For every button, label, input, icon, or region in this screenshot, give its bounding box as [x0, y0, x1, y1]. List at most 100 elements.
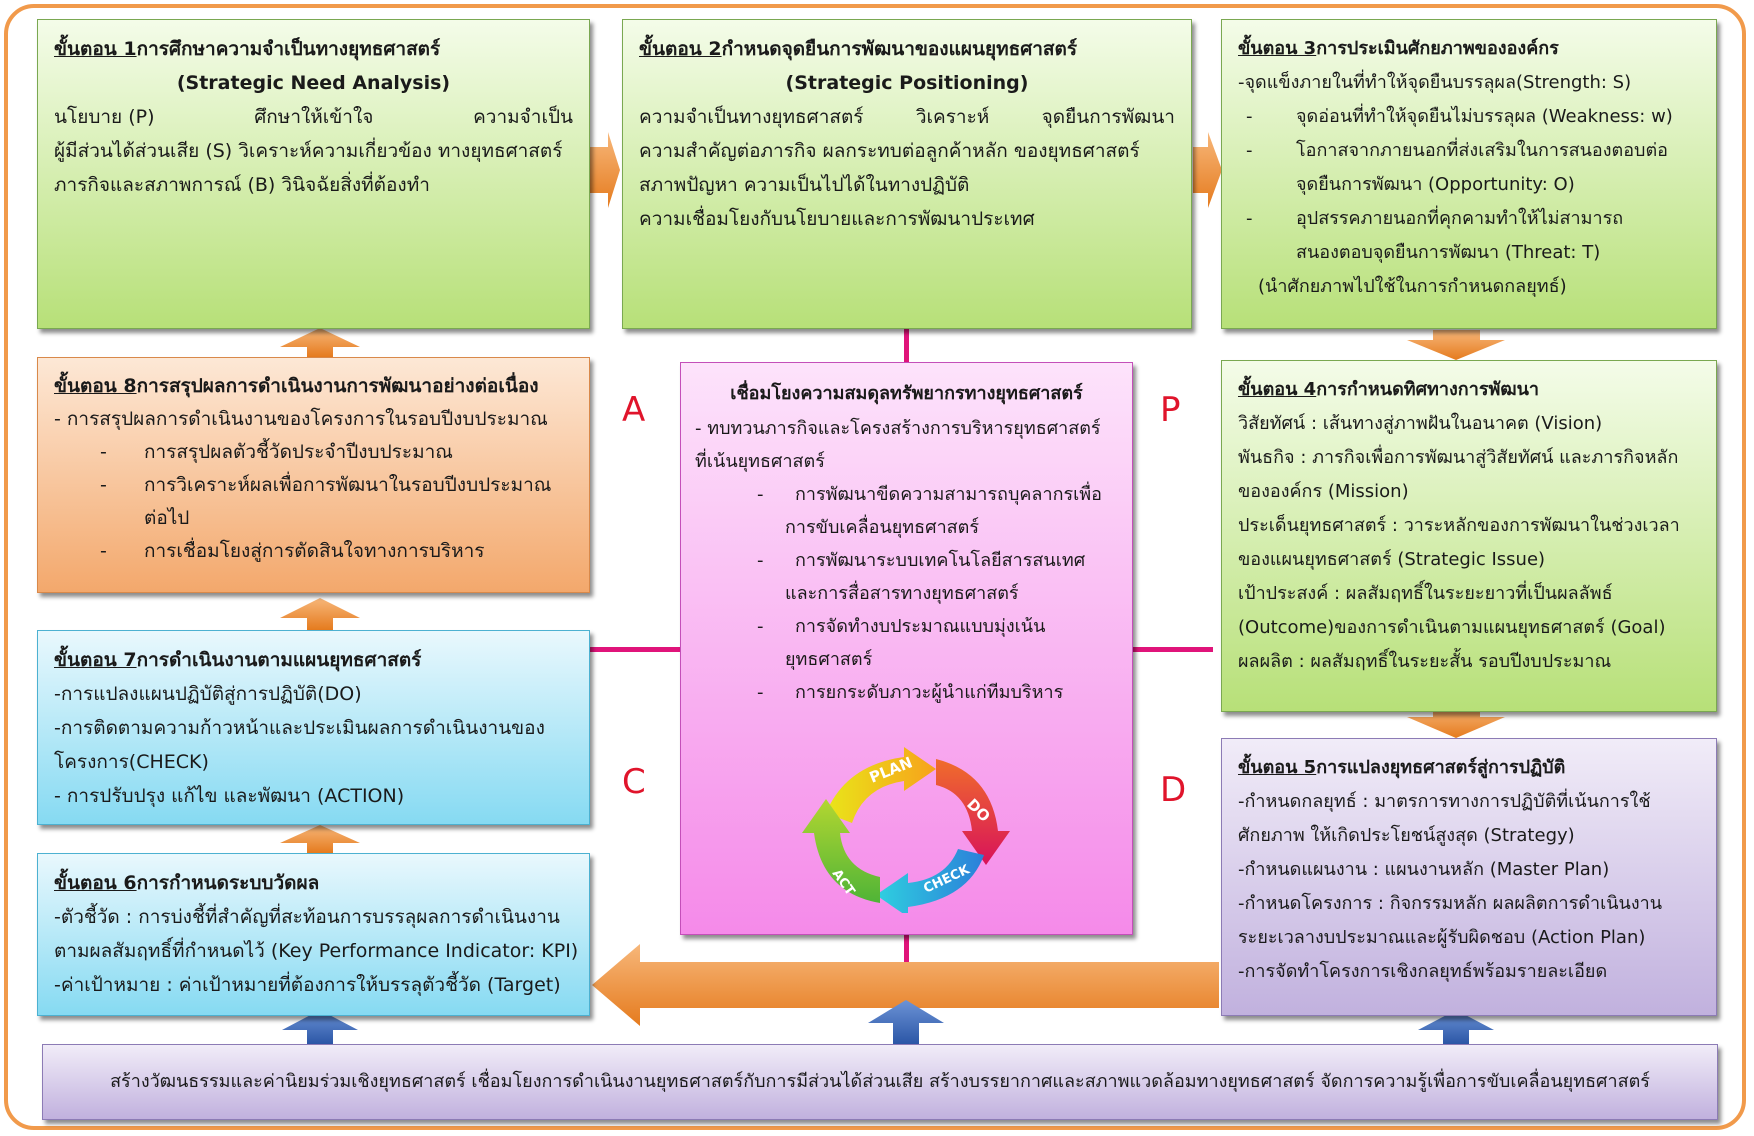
step5-line: -การจัดทำโครงการเชิงกลยุทธ์พร้อมรายละเอี…: [1238, 961, 1608, 982]
step8-bullet: - การเชื่อมโยงสู่การตัดสินใจทางการบริหาร: [54, 535, 573, 568]
step6-title-text: การกำหนดระบบวัดผล: [136, 872, 320, 894]
center-bullet: - การพัฒนาขีดความสามารถบุคลากรเพื่อ: [695, 478, 1118, 511]
step5-line: ระยะเวลางบประมาณและผู้รับผิดชอบ (Action …: [1238, 927, 1646, 948]
center-bullet: - การพัฒนาระบบเทคโนโลยีสารสนเทศ: [695, 544, 1118, 577]
pdca-plan-segment: [826, 747, 936, 823]
step5-line: ศักยภาพ ให้เกิดประโยชน์สูงสุด (Strategy): [1238, 825, 1575, 846]
step6-line: -ตัวชี้วัด : การบ่งชี้ที่สำคัญที่สะท้อนก…: [54, 906, 560, 928]
letter-d: D: [1160, 770, 1187, 810]
step7-title: ขั้นตอน 7การดำเนินงานตามแผนยุทธศาสตร์: [54, 643, 573, 677]
step8-title-prefix: ขั้นตอน 8: [54, 375, 137, 397]
step3-weakness-text: จุดอ่อนที่ทำให้จุดยืนไม่บรรลุผล (Weaknes…: [1296, 106, 1673, 127]
step3-threat-cont: สนองตอบจุดยืนการพัฒนา (Threat: T): [1296, 242, 1601, 263]
step2-cell: ความจำเป็นทางยุทธศาสตร์: [639, 106, 864, 128]
step5-line: -กำหนดกลยุทธ์ : มาตรการทางการปฏิบัติที่เ…: [1238, 791, 1651, 812]
step1-title-text: การศึกษาความจำเป็นทางยุทธศาสตร์: [136, 38, 441, 60]
pdca-act-segment: [802, 799, 880, 903]
step8-title-text: การสรุปผลการดำเนินงานการพัฒนาอย่างต่อเนื…: [136, 375, 539, 397]
step5-title-text: การแปลงยุทธศาสตร์สู่การปฏิบัติ: [1316, 757, 1566, 778]
step3-note: (นำศักยภาพไปใช้ในการกำหนดกลยุทธ์): [1258, 276, 1567, 297]
letter-p: P: [1160, 390, 1181, 430]
step8-bullet-text: การวิเคราะห์ผลเพื่อการพัฒนาในรอบปีงบประม…: [144, 474, 552, 496]
step7-title-prefix: ขั้นตอน 7: [54, 649, 137, 671]
step1-cell: ผู้มีส่วนได้ส่วนเสีย (S): [54, 140, 233, 162]
step2-row: ความสำคัญต่อภารกิจ ผลกระทบต่อลูกค้าหลัก …: [639, 134, 1175, 168]
step2-title-prefix: ขั้นตอน 2: [639, 38, 722, 60]
arrow-up-left: [282, 1010, 358, 1044]
bottom-banner: สร้างวัฒนธรรมและค่านิยมร่วมเชิงยุทธศาสตร…: [42, 1044, 1718, 1120]
center-bullet-text: การพัฒนาระบบเทคโนโลยีสารสนเทศ: [795, 550, 1086, 571]
center-bullet: -การยกระดับภาวะผู้นำแก่ทีมบริหาร: [695, 676, 1118, 709]
step2-cell: ความสำคัญต่อภารกิจ: [639, 140, 817, 162]
center-bullet-text: การพัฒนาขีดความสามารถบุคลากรเพื่อ: [795, 484, 1102, 505]
step1-cell: ทางยุทธศาสตร์: [437, 140, 563, 162]
step1-cell: นโยบาย (P): [54, 106, 155, 128]
step3-strength: -จุดแข็งภายในที่ทำให้จุดยืนบรรลุผล(Stren…: [1238, 72, 1632, 93]
center-bullet: - การจัดทำงบประมาณแบบมุ่งเน้น: [695, 610, 1118, 643]
center-review: - ทบทวนภารกิจและโครงสร้างการบริหารยุทธศา…: [695, 418, 1101, 439]
connector-top: [904, 300, 909, 362]
dash: -: [757, 616, 764, 637]
step3-weakness: - จุดอ่อนที่ทำให้จุดยืนไม่บรรลุผล (Weakne…: [1238, 100, 1700, 134]
arrow-4-to-5: [1407, 705, 1505, 738]
step6-line: ตามผลสัมฤทธิ์ที่กำหนดไว้ (Key Performanc…: [54, 940, 579, 962]
step8-bullet: -การวิเคราะห์ผลเพื่อการพัฒนาในรอบปีงบประ…: [54, 469, 573, 502]
center-bullet-cont: และการสื่อสารทางยุทธศาสตร์: [785, 583, 1019, 604]
step6-line: -ค่าเป้าหมาย : ค่าเป้าหมายที่ต้องการให้บ…: [54, 974, 561, 996]
step1-cell: วิเคราะห์ความเกี่ยวข้อง: [238, 140, 432, 162]
step2-last: ความเชื่อมโยงกับนโยบายและการพัฒนาประเทศ: [639, 208, 1035, 230]
step2-title: ขั้นตอน 2กำหนดจุดยืนการพัฒนาของแผนยุทธศา…: [639, 32, 1175, 66]
step5-line: -กำหนดโครงการ : กิจกรรมหลัก ผลผลิตการดำเ…: [1238, 893, 1663, 914]
step4-title-prefix: ขั้นตอน 4: [1238, 379, 1317, 400]
dash: -: [757, 550, 764, 571]
arrow-7-to-8: [280, 598, 360, 630]
step5-box: ขั้นตอน 5การแปลงยุทธศาสตร์สู่การปฏิบัติ …: [1221, 738, 1717, 1016]
center-bullet-cont: การขับเคลื่อนยุทธศาสตร์: [785, 517, 980, 538]
step8-bullet-text: การเชื่อมโยงสู่การตัดสินใจทางการบริหาร: [144, 540, 485, 562]
step4-line: ประเด็นยุทธศาสตร์ : วาระหลักของการพัฒนาใ…: [1238, 515, 1680, 536]
step1-cell: วินิจฉัยสิ่งที่ต้องทำ: [281, 174, 430, 196]
step8-title: ขั้นตอน 8การสรุปผลการดำเนินงานการพัฒนาอย…: [54, 370, 573, 403]
step7-box: ขั้นตอน 7การดำเนินงานตามแผนยุทธศาสตร์ -ก…: [37, 630, 590, 825]
step1-subtitle: (Strategic Need Analysis): [176, 72, 451, 94]
step4-line: วิสัยทัศน์ : เส้นทางสู่ภาพฝันในอนาคต (Vi…: [1238, 413, 1603, 434]
step3-threat-text: อุปสรรคภายนอกที่คุกคามทำให้ไม่สามารถ: [1296, 208, 1624, 229]
step2-subtitle: (Strategic Positioning): [785, 72, 1029, 94]
step2-title-text: กำหนดจุดยืนการพัฒนาของแผนยุทธศาสตร์: [721, 38, 1078, 60]
arrow-6-to-7: [280, 825, 360, 853]
pdca-check-segment: [876, 849, 984, 913]
step3-threat: - อุปสรรคภายนอกที่คุกคามทำให้ไม่สามารถ: [1238, 202, 1700, 236]
dash: -: [100, 540, 107, 562]
step8-summary: - การสรุปผลการดำเนินงานของโครงการในรอบปี…: [54, 408, 548, 430]
step4-title-text: การกำหนดทิศทางการพัฒนา: [1316, 379, 1540, 400]
step4-line: ผลผลิต : ผลสัมฤทธิ์ในระยะสั้น รอบปีงบประ…: [1238, 651, 1612, 672]
step1-row: ภารกิจและสภาพการณ์ (B) วินิจฉัยสิ่งที่ต้…: [54, 168, 573, 202]
center-bullet-text: การจัดทำงบประมาณแบบมุ่งเน้น: [795, 616, 1046, 637]
dash: -: [757, 484, 764, 505]
step5-title: ขั้นตอน 5การแปลงยุทธศาสตร์สู่การปฏิบัติ: [1238, 751, 1700, 785]
step7-title-text: การดำเนินงานตามแผนยุทธศาสตร์: [136, 649, 422, 671]
dash: -: [1246, 208, 1253, 229]
arrow-2-to-3: [1193, 132, 1222, 208]
step2-box: ขั้นตอน 2กำหนดจุดยืนการพัฒนาของแผนยุทธศา…: [622, 19, 1192, 329]
step6-title-prefix: ขั้นตอน 6: [54, 872, 137, 894]
letter-a: A: [622, 390, 646, 430]
step1-cell: ความจำเป็น: [473, 106, 573, 128]
step1-box: ขั้นตอน 1การศึกษาความจำเป็นทางยุทธศาสตร์…: [37, 19, 590, 329]
step2-cell: สภาพปัญหา: [639, 174, 738, 196]
dash: -: [100, 441, 107, 463]
step1-title: ขั้นตอน 1การศึกษาความจำเป็นทางยุทธศาสตร์: [54, 32, 573, 66]
step5-line: -กำหนดแผนงาน : แผนงานหลัก (Master Plan): [1238, 859, 1610, 880]
step6-title: ขั้นตอน 6การกำหนดระบบวัดผล: [54, 866, 573, 900]
step2-cell: วิเคราะห์: [915, 106, 990, 128]
step8-box: ขั้นตอน 8การสรุปผลการดำเนินงานการพัฒนาอย…: [37, 357, 590, 593]
step3-title: ขั้นตอน 3การประเมินศักยภาพขององค์กร: [1238, 32, 1700, 66]
center-review-cont: ที่เน้นยุทธศาสตร์: [695, 451, 825, 472]
pdca-cycle-icon: PLAN DO CHECK ACT: [802, 747, 1010, 913]
step3-title-text: การประเมินศักยภาพขององค์กร: [1316, 38, 1559, 59]
bottom-banner-text: สร้างวัฒนธรรมและค่านิยมร่วมเชิงยุทธศาสตร…: [110, 1071, 1650, 1092]
dash: -: [1246, 106, 1253, 127]
step6-box: ขั้นตอน 6การกำหนดระบบวัดผล -ตัวชี้วัด : …: [37, 853, 590, 1016]
step1-title-prefix: ขั้นตอน 1: [54, 38, 137, 60]
